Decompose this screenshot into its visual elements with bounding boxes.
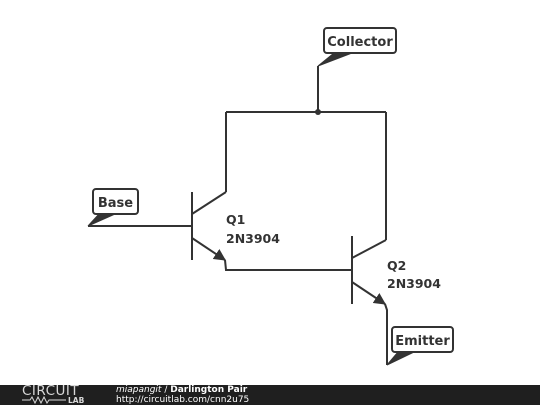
schematic-diagram: Collector Base Q1 2N3904 xyxy=(87,27,454,366)
logo-lab-text: LAB xyxy=(68,396,85,405)
author-link[interactable]: miapangit xyxy=(116,385,162,395)
resistor-squiggle-icon xyxy=(22,396,66,404)
q2-emitter-wire xyxy=(384,303,388,365)
q1-collector-lead xyxy=(191,191,227,215)
footer-bar: CIRCUIT LAB miapangit / Darlington Pair … xyxy=(0,383,540,405)
logo-wordmark: CIRCUIT xyxy=(22,383,80,399)
q2-collector-lead xyxy=(351,239,387,259)
q1-emitter-arrow xyxy=(191,237,226,261)
footer-credit: miapangit / Darlington Pair xyxy=(116,385,247,395)
base-label-text: Base xyxy=(98,196,133,211)
collector-junction-dot xyxy=(315,109,321,115)
q2-emitter-arrow xyxy=(351,281,386,305)
q1-part-label: 2N3904 xyxy=(226,231,280,246)
circuit-url-link[interactable]: http://circuitlab.com/cnn2u75 xyxy=(116,395,250,405)
collector-label-text: Collector xyxy=(327,35,393,50)
footer-separator: / xyxy=(161,385,171,395)
emitter-label[interactable]: Emitter xyxy=(386,326,454,366)
transistor-q1[interactable] xyxy=(88,191,352,271)
q2-ref-label: Q2 xyxy=(387,258,406,273)
emitter-label-text: Emitter xyxy=(395,334,450,349)
q2-part-label: 2N3904 xyxy=(387,276,441,291)
circuit-title: Darlington Pair xyxy=(170,385,248,395)
transistor-q2[interactable] xyxy=(351,236,388,365)
q1-emitter-to-q2-base-wire xyxy=(224,259,352,271)
q1-ref-label: Q1 xyxy=(226,212,245,227)
base-label[interactable]: Base xyxy=(87,188,139,227)
circuitlab-logo[interactable]: CIRCUIT LAB xyxy=(22,383,94,405)
collector-label[interactable]: Collector xyxy=(317,27,397,67)
